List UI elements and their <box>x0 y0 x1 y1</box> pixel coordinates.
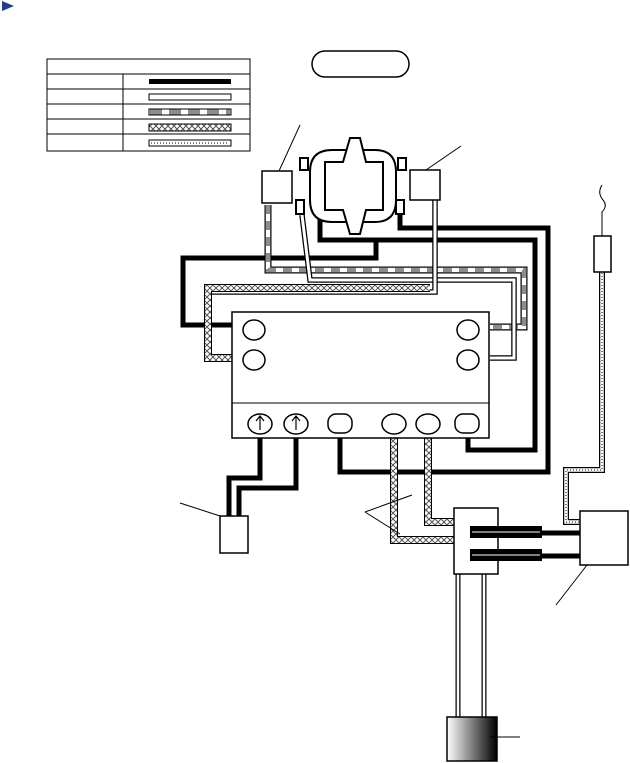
triangle-pointer-icon <box>2 1 14 11</box>
wire-thick-arrow-1 <box>226 434 263 520</box>
wire-thick-right-outer <box>337 210 551 475</box>
terminal-circle-icon-b2 <box>415 413 441 435</box>
legend-swatch-striped <box>148 108 232 116</box>
terminal-circle-icon-b1 <box>381 413 407 435</box>
legend-swatch-white <box>148 93 232 101</box>
terminal-circle-icon-bl <box>242 349 266 371</box>
wire-group <box>180 157 605 718</box>
pressure-switch-icon-left <box>261 124 301 204</box>
wire-thick-arrow-2 <box>236 434 299 520</box>
thermistor-sensor-icon <box>593 184 612 273</box>
terminal-circle-icon-br <box>456 349 480 371</box>
up-arrow-terminal-icon-1 <box>247 413 273 435</box>
header-label-box <box>311 50 410 78</box>
terminal-circle-icon-tl <box>242 319 266 341</box>
compressor-icon <box>295 137 407 235</box>
terminal-rounded-icon-1 <box>327 413 353 434</box>
wire-thick-right-inner <box>376 237 538 453</box>
legend-swatch-dotted <box>148 139 232 147</box>
wire-hatched-left <box>204 284 430 362</box>
gradient-motor-icon <box>446 716 520 762</box>
power-cable <box>179 502 249 554</box>
legend-table <box>46 58 251 152</box>
wire-white-motor-leads <box>455 570 487 718</box>
wire-thick-left-loop <box>180 208 379 328</box>
wire-white-compressor <box>299 214 517 361</box>
pressure-switch-icon-right <box>409 145 462 201</box>
terminal-circle-icon-tr <box>456 319 480 341</box>
junction-box <box>364 494 542 575</box>
outdoor-box <box>555 510 629 606</box>
terminal-rounded-icon-2 <box>454 413 480 434</box>
up-arrow-terminal-icon-2 <box>283 413 309 435</box>
wire-hatched-bottom <box>390 434 468 544</box>
legend-swatch-thick <box>149 79 231 84</box>
control-box <box>231 311 490 439</box>
wire-dotted-sensor <box>563 270 605 525</box>
legend-swatch-hatched <box>148 123 232 132</box>
